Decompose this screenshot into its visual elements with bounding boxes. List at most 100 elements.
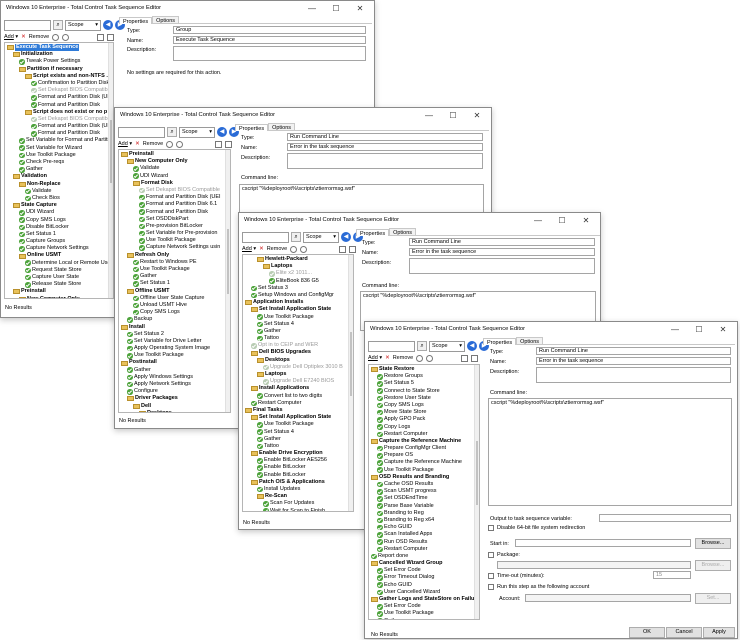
tree-group-item[interactable]: Install [119,324,230,331]
tree-step-item[interactable]: Branding to Reg x64 [369,517,479,524]
tree-step-item[interactable]: Gather [119,273,230,280]
close-button[interactable]: ✕ [473,111,481,120]
tree-step-item[interactable]: EliteBook 836 G5 [243,278,353,285]
description-field[interactable] [173,46,366,61]
tree-step-item[interactable]: Use Toolkit Package [119,266,230,273]
tree-step-item[interactable]: Format and Partition Disk 6.1 [119,201,230,208]
tree-group-item[interactable]: Application Installs [243,299,353,306]
tree-step-item[interactable]: Gather [369,618,479,619]
tree-step-item[interactable]: Prepare OS [369,452,479,459]
minimize-button[interactable]: — [308,4,316,13]
tree-step-item[interactable]: Use Toolkit Package [119,237,230,244]
tree-step-item[interactable]: Install Updates [243,486,353,493]
account-set-button[interactable]: Set... [695,593,731,604]
tree-step-item[interactable]: Parse Base Variable [369,503,479,510]
tree-step-item[interactable]: Move State Store [369,409,479,416]
tree-step-item[interactable]: Set Variable for Format and Partition D [5,137,113,144]
tree-group-item[interactable]: State Restore [369,366,479,373]
tree-step-item[interactable]: User Cancelled Wizard [369,589,479,596]
tree-step-item[interactable]: Restore Groups [369,373,479,380]
tree-step-item[interactable]: Set Error Code [369,567,479,574]
maximize-button[interactable]: ☐ [558,216,566,225]
tab-options[interactable]: Options [516,337,544,345]
paste-icon[interactable] [107,33,114,41]
tree-step-item[interactable]: Apply Network Settings [119,381,230,388]
tree-step-item[interactable]: Set Status 1 [5,231,113,238]
tree-group-item[interactable]: Preinstall [119,151,230,158]
move-up-icon[interactable] [52,33,60,41]
tree-step-item[interactable]: Set Variable for Drive Letter [119,338,230,345]
description-field[interactable] [536,367,731,383]
tree-step-item[interactable]: Cache OSD Results [369,481,479,488]
minimize-button[interactable]: — [425,111,433,120]
move-down-icon[interactable] [62,33,70,41]
tree-step-item[interactable]: Copy Logs [369,424,479,431]
tree-step-item[interactable]: Use Toolkit Package [369,610,479,617]
tree-step-item[interactable]: Confirmation to Partition Disk [5,80,113,87]
tree-step-item[interactable]: Check Bios [5,195,113,202]
tree-step-item[interactable]: Disable BitLocker [5,224,113,231]
tree-step-item[interactable]: Upgrade Dell E7240 BIOS [243,378,353,385]
close-button[interactable]: ✕ [719,325,727,334]
tree-step-item[interactable]: Check Pre-reqs [5,159,113,166]
tree-step-item[interactable]: Set Status 2 [119,331,230,338]
tree-step-item[interactable]: Set Variable for Wizard [5,145,113,152]
remove-button[interactable]: Remove [392,355,414,361]
tree-group-item[interactable]: Initialization [5,51,113,58]
remove-icon[interactable]: ✕ [135,141,140,147]
search-input[interactable] [4,19,51,31]
tree-group-item[interactable]: Validation [5,173,113,180]
copy-icon[interactable] [461,354,468,362]
minimize-button[interactable]: — [671,325,679,334]
tree-step-item[interactable]: Scan Installed Apps [369,531,479,538]
tree-step-item[interactable]: Restart Computer [369,431,479,438]
maximize-button[interactable]: ☐ [695,325,703,334]
timeout-checkbox[interactable] [488,573,494,579]
tree-step-item[interactable]: Apply Operating System Image [119,345,230,352]
tree-group-item[interactable]: Dell [119,403,230,410]
tree-step-item[interactable]: Enable BitLocker [243,464,353,471]
tree-step-item[interactable]: Capture the Reference Machine [369,459,479,466]
tree-step-item[interactable]: Configure [119,388,230,395]
search-input[interactable] [368,340,415,352]
tree-step-item[interactable]: Branding to Reg [369,510,479,517]
tree-step-item[interactable]: Format and Partition Disk (UE [5,123,113,130]
tree-step-item[interactable]: Gather [243,328,353,335]
tree-group-item[interactable]: Partition if necessary [5,66,113,73]
tree-step-item[interactable]: Tattoo [243,443,353,450]
forward-icon[interactable]: ▶ [115,20,125,30]
package-checkbox[interactable] [488,552,494,558]
tree-group-item[interactable]: Set Install Application State [243,414,353,421]
tree-scrollbar[interactable] [348,255,353,511]
tree-step-item[interactable]: Setup Windows and ConfigMgr [243,292,353,299]
tree-group-item[interactable]: Online USMT [5,252,113,259]
scope-dropdown[interactable]: Scope▾ [65,19,101,31]
tree-step-item[interactable]: Report done [369,553,479,560]
move-up-icon[interactable] [416,354,424,362]
tree-step-item[interactable]: Backup [119,316,230,323]
tree-step-item[interactable]: Release State Store [5,281,113,288]
move-down-icon[interactable] [426,354,434,362]
tree-step-item[interactable]: Opt in to CEIP and WER [243,342,353,349]
remove-button[interactable]: Remove [28,34,50,40]
tree-step-item[interactable]: Determine Local or Remote UserS [5,260,113,267]
tree-step-item[interactable]: Request State Store [5,267,113,274]
output-variable-field[interactable] [599,514,731,522]
search-icon[interactable]: ⌕ [167,127,177,137]
scope-dropdown[interactable]: Scope▾ [303,231,339,243]
tab-properties[interactable]: Properties [483,338,517,346]
back-icon[interactable]: ◀ [341,232,351,242]
tree-group-item[interactable]: Desktops [243,357,353,364]
tree-group-item[interactable]: Laptops [243,263,353,270]
tree-step-item[interactable]: Set Status 5 [369,380,479,387]
tree-step-item[interactable]: Set Dekapst BIOS Compatible [119,187,230,194]
scope-dropdown[interactable]: Scope▾ [179,126,215,138]
search-icon[interactable]: ⌕ [417,341,427,351]
tree-step-item[interactable]: Gather [5,166,113,173]
forward-icon[interactable]: ▶ [229,127,239,137]
tree-group-item[interactable]: Re-Scan [243,493,353,500]
search-input[interactable] [242,231,289,243]
search-input[interactable] [118,126,165,138]
tree-group-item[interactable]: Dell BIOS Upgrades [243,349,353,356]
tree-step-item[interactable]: Format and Partition Disk [5,102,113,109]
